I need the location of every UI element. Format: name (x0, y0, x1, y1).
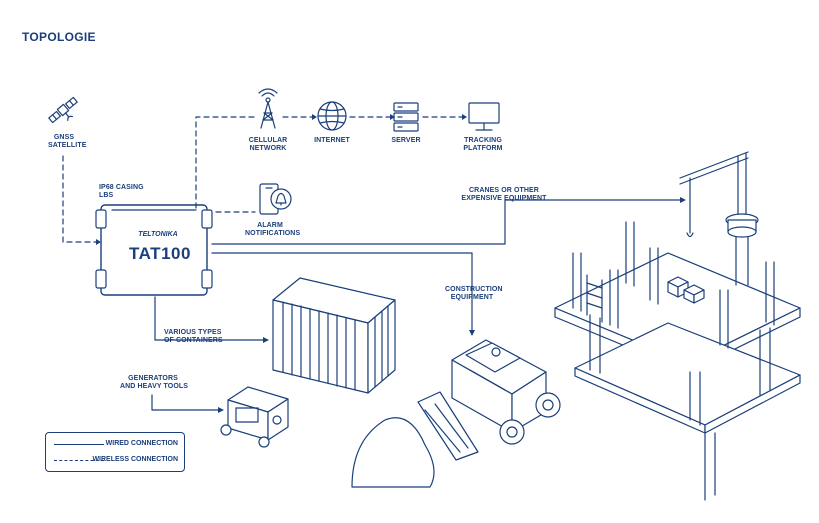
building-frame-icon (554, 151, 801, 501)
link-arrows (96, 114, 467, 245)
server-label: SERVER (391, 137, 421, 144)
generator-icon (220, 386, 289, 448)
container-icon (272, 277, 396, 394)
server-icon (393, 102, 419, 132)
legend-wireless-label: WIRELESS CONNECTION (92, 456, 178, 463)
cell-tower-icon (258, 88, 278, 129)
wireless-links (62, 116, 463, 243)
device-brand: TELTONIKA (138, 231, 178, 238)
monitor-icon (468, 102, 500, 131)
legend: WIRED CONNECTION WIRELESS CONNECTION (45, 432, 185, 472)
wired-line-sample (54, 444, 104, 445)
internet-label: INTERNET (314, 137, 350, 144)
legend-wired: WIRED CONNECTION (54, 439, 178, 449)
satellite-icon (48, 96, 78, 124)
legend-wired-label: WIRED CONNECTION (105, 440, 178, 447)
device-model: TAT100 (129, 244, 191, 263)
loader-icon (417, 339, 561, 461)
wireless-line-sample (54, 460, 104, 461)
wired-links (151, 199, 681, 411)
legend-wireless: WIRELESS CONNECTION (54, 455, 178, 465)
page-title: TOPOLOGIE (22, 30, 96, 44)
phone-alarm-icon (259, 183, 292, 215)
wired-arrows (218, 197, 686, 413)
gravel-pile-icon (351, 417, 435, 488)
globe-icon (317, 101, 347, 131)
tat100-device (95, 204, 213, 296)
